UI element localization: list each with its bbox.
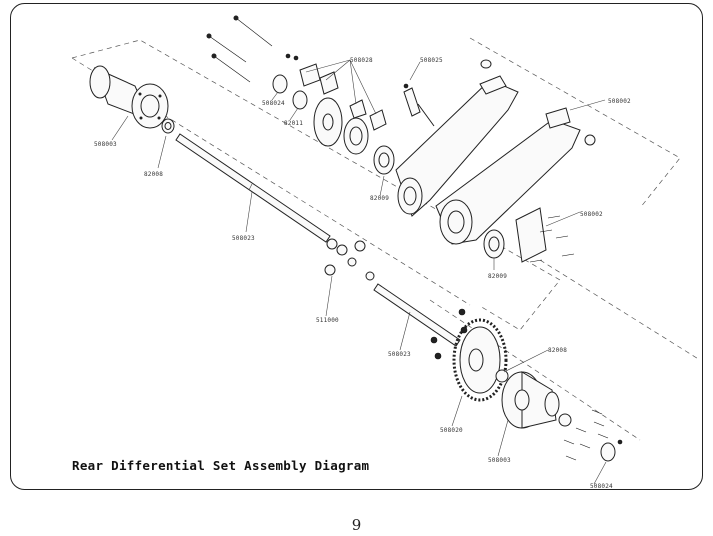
small-hardware-top xyxy=(285,53,435,127)
left-hub-housing xyxy=(89,65,169,129)
label-508024-top: 508024 xyxy=(262,100,285,107)
label-508002: 508002 xyxy=(608,98,631,105)
label-511000: 511000 xyxy=(316,317,339,324)
upper-swing-arm xyxy=(395,59,519,217)
page-border xyxy=(10,3,703,490)
diagram-caption: Rear Differential Set Assembly Diagram xyxy=(72,458,370,473)
assembly-outline xyxy=(71,39,561,331)
label-82009-top: 82009 xyxy=(370,195,389,202)
label-508028: 508028 xyxy=(350,57,373,64)
label-508003-right: 508003 xyxy=(488,457,511,464)
sprocket xyxy=(452,318,508,402)
label-82008-left: 82008 xyxy=(144,171,163,178)
label-508003-left: 508003 xyxy=(94,141,117,148)
right-hub-bolts xyxy=(563,409,609,461)
mount-bracket xyxy=(515,207,575,263)
label-508002-bracket: 508002 xyxy=(580,211,603,218)
lower-swing-arm xyxy=(435,107,596,245)
label-508023-top: 508023 xyxy=(232,235,255,242)
label-508025: 508025 xyxy=(420,57,443,64)
differential-gears xyxy=(324,238,375,281)
assembly-outline-bottom xyxy=(429,299,641,441)
lower-arm-bearing xyxy=(483,229,505,259)
right-hub-housing xyxy=(495,369,572,429)
page-number: 9 xyxy=(351,516,362,534)
upper-axle xyxy=(175,133,331,243)
label-508020: 508020 xyxy=(440,427,463,434)
assembly-outline-right xyxy=(469,37,701,361)
label-82009-bottom: 82009 xyxy=(488,273,507,280)
label-82011: 82011 xyxy=(284,120,303,127)
upper-bearings xyxy=(272,74,395,175)
caliper-brackets xyxy=(299,63,387,131)
label-508024-bottom: 508024 xyxy=(590,483,613,490)
label-82008-right: 82008 xyxy=(548,347,567,354)
sprocket-nuts xyxy=(430,308,468,360)
label-508023-bottom: 508023 xyxy=(388,351,411,358)
long-bolts xyxy=(206,15,273,83)
lower-axle xyxy=(373,283,461,347)
carrier xyxy=(343,117,369,155)
right-end-cap xyxy=(600,439,623,462)
leader-lines xyxy=(111,59,607,485)
brake-disc xyxy=(313,97,343,147)
left-bearing xyxy=(161,118,175,134)
